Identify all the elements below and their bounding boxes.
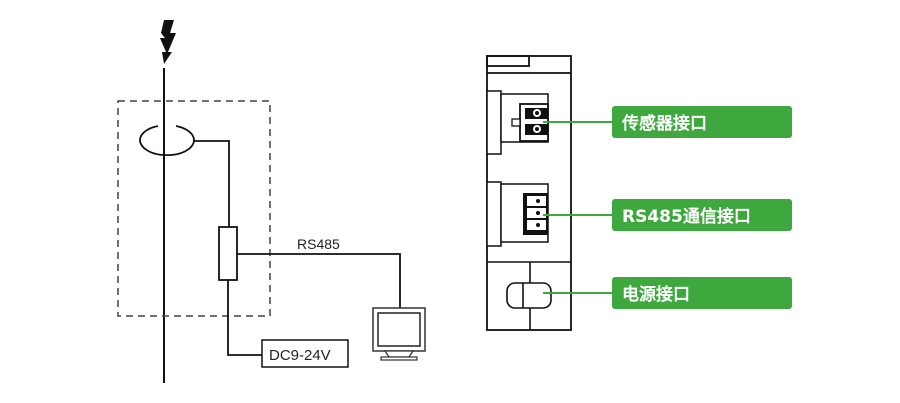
sensor-port <box>486 90 549 155</box>
monitor-icon <box>372 307 426 361</box>
ct-lead-wire <box>193 140 230 227</box>
callout-rs485: RS485通信接口 <box>612 199 792 231</box>
power-port <box>487 261 571 330</box>
callout-power-label: 电源接口 <box>622 284 690 305</box>
lightning-icon <box>160 20 176 64</box>
callout-sensor-label: 传感器接口 <box>621 113 707 134</box>
rs485-wire <box>237 253 401 308</box>
sensor-enclosure <box>117 100 271 317</box>
callout-rs485-label: RS485通信接口 <box>622 206 751 227</box>
power-wire <box>227 280 262 356</box>
transmitter-block <box>218 226 238 281</box>
callout-power: 电源接口 <box>612 277 792 309</box>
rs485-port <box>486 181 549 247</box>
rs485-label: RS485 <box>297 236 340 252</box>
power-supply-box <box>261 339 349 368</box>
callout-sensor: 传感器接口 <box>612 106 792 138</box>
current-transformer-icon <box>139 125 195 156</box>
power-supply-label: DC9-24V <box>269 347 331 364</box>
